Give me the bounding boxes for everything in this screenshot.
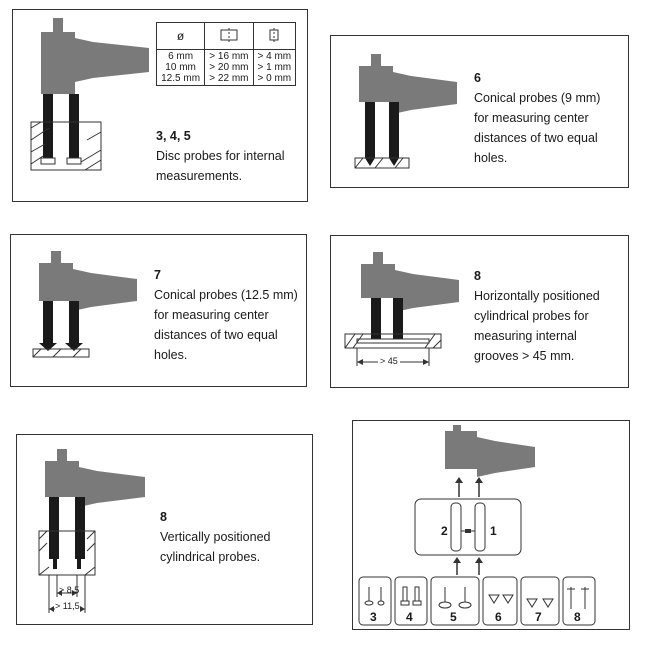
panel-probe-overview: 2 1 3 4 5 6 7 8: [352, 420, 630, 630]
probe-overview-diagram: [358, 425, 596, 626]
panel-vertical-probes: > 8,5 > 11,5 8 Vertically positioned cyl…: [16, 434, 313, 625]
probe-description: Conical probes (12.5 mm) for measuring c…: [154, 288, 298, 362]
probe-set-label-8: 8: [574, 610, 581, 624]
probe-number: 7: [154, 268, 161, 282]
horizontal-probe-diagram: [344, 252, 459, 366]
conical-probe-diagram: [32, 251, 137, 358]
holder-label-1: 1: [490, 524, 497, 538]
probe-description: Horizontally positioned cylindrical prob…: [474, 289, 600, 363]
probe-description: Vertically positioned cylindrical probes…: [160, 530, 271, 564]
holder-label-2: 2: [441, 524, 448, 538]
probe-number: 8: [160, 510, 167, 524]
groove-size-icon: [252, 22, 297, 50]
probe-set-label-7: 7: [535, 610, 542, 624]
panel-conical-12mm: 7 Conical probes (12.5 mm) for measuring…: [10, 234, 307, 387]
inner-dimension-label: > 8,5: [59, 585, 80, 595]
panel-text: 6 Conical probes (9 mm) for measuring ce…: [474, 68, 600, 168]
probe-set-label-6: 6: [495, 610, 502, 624]
disc-probe-diagram: [30, 18, 149, 171]
conical-probe-diagram: [354, 54, 457, 169]
internal-size-icon: [204, 22, 254, 50]
table-groove-min: > 4 mm > 1 mm > 0 mm: [252, 49, 297, 86]
probe-number: 6: [474, 71, 481, 85]
probe-set-label-5: 5: [450, 610, 457, 624]
panel-horizontal-probes: > 45 8 Horizontally positioned cylindric…: [330, 235, 629, 388]
probe-set-label-4: 4: [406, 610, 413, 624]
panel-text: 7 Conical probes (12.5 mm) for measuring…: [154, 265, 298, 365]
panel-conical-9mm: 6 Conical probes (9 mm) for measuring ce…: [330, 35, 629, 188]
table-internal-min: > 16 mm > 20 mm > 22 mm: [204, 49, 254, 86]
panel-text: 8 Horizontally positioned cylindrical pr…: [474, 266, 600, 366]
panel-text: 8 Vertically positioned cylindrical prob…: [160, 507, 270, 567]
probe-number: 8: [474, 269, 481, 283]
probe-description: Disc probes for internal measurements.: [156, 149, 285, 183]
panel-text: 3, 4, 5 Disc probes for internal measure…: [156, 126, 285, 186]
dimension-label: > 45: [378, 356, 400, 366]
disc-size-table: ø 6 mm 10 mm 12.5 mm > 16 mm > 20 mm > 2…: [155, 22, 297, 86]
vertical-probe-diagram: [38, 449, 145, 613]
probe-description: Conical probes (9 mm) for measuring cent…: [474, 91, 601, 165]
panel-disc-probes: ø 6 mm 10 mm 12.5 mm > 16 mm > 20 mm > 2…: [12, 9, 308, 202]
outer-dimension-label: > 11,5: [55, 601, 80, 611]
probe-set-label-3: 3: [370, 610, 377, 624]
table-diameters: 6 mm 10 mm 12.5 mm: [155, 49, 206, 86]
diameter-header: ø: [155, 22, 206, 50]
probe-number: 3, 4, 5: [156, 129, 191, 143]
